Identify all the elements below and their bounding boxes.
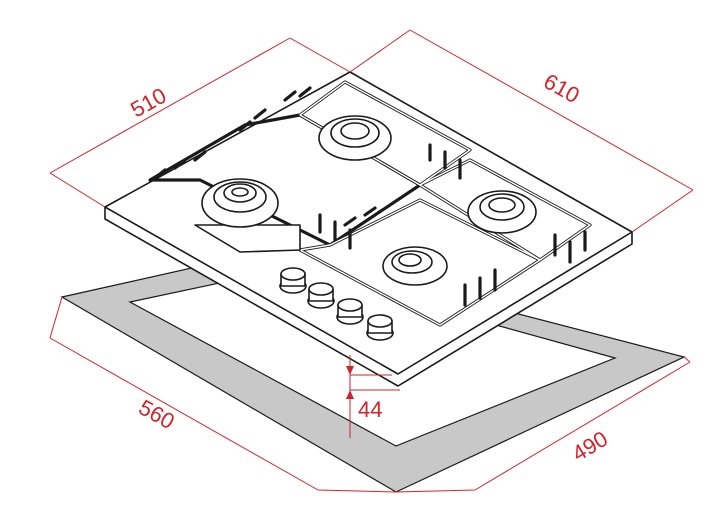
burner: [382, 246, 448, 286]
burner: [467, 190, 537, 234]
dimension-label-560: 560: [135, 395, 179, 435]
knob: [307, 282, 335, 309]
knob: [366, 314, 394, 341]
burner: [201, 178, 279, 228]
hob: [104, 71, 633, 387]
dimension-label-610: 610: [540, 69, 584, 109]
knob: [336, 298, 364, 325]
dimension-label-44: 44: [358, 397, 382, 422]
dimension-lines: [49, 29, 694, 493]
burner: [318, 115, 392, 161]
control-knobs: [279, 267, 394, 341]
dimension-label-490: 490: [568, 426, 612, 466]
knob: [279, 267, 307, 294]
dimension-label-510: 510: [126, 83, 170, 123]
